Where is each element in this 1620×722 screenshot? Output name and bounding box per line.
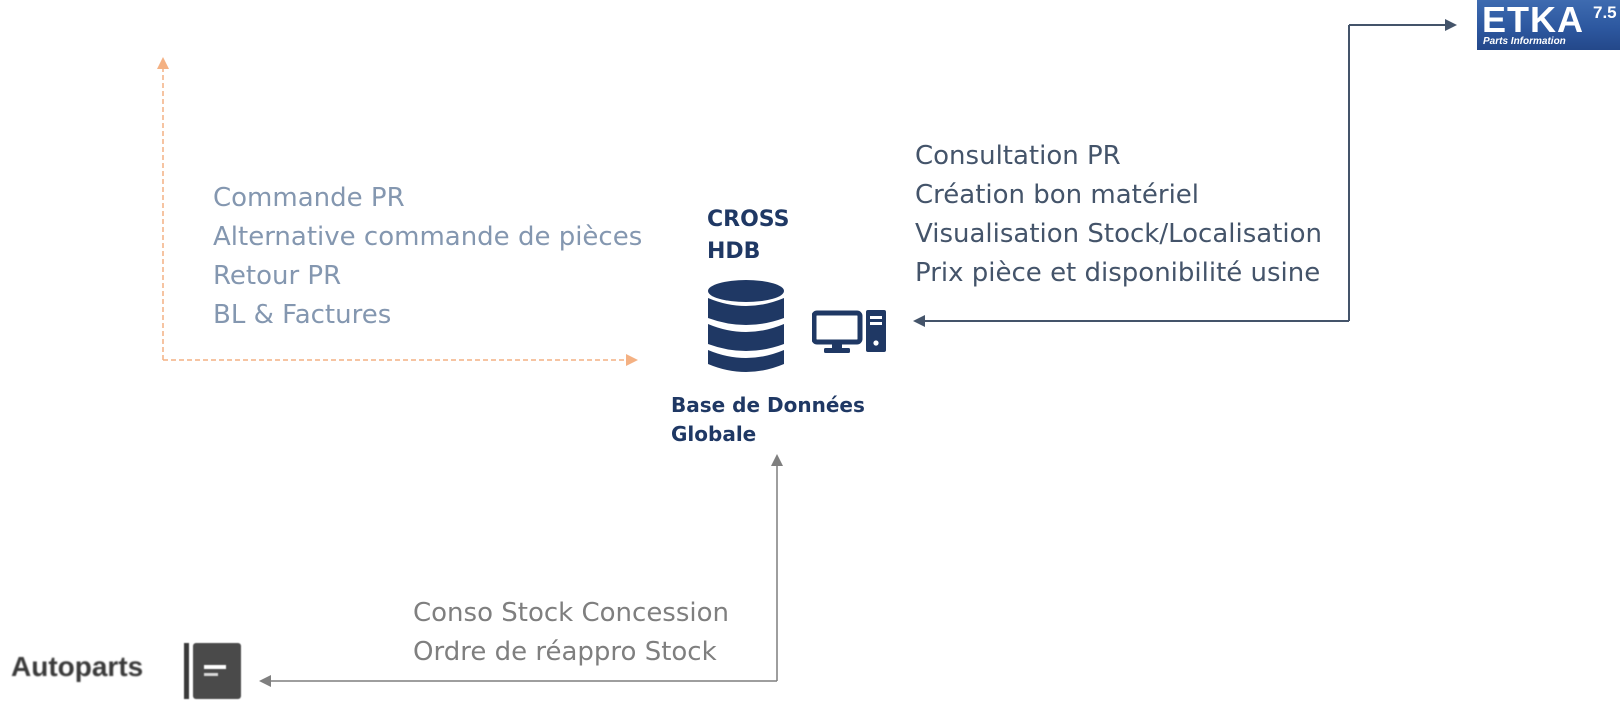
database-label: Base de Données Globale: [671, 391, 865, 449]
etka-logo-version: 7.5: [1593, 3, 1617, 22]
left-line-2: Alternative commande de pièces: [213, 222, 643, 252]
database-label-line-1: Base de Données: [671, 393, 865, 417]
left-connector: [157, 57, 638, 366]
cross-label-line-1: CROSS: [707, 207, 790, 232]
bottom-connector-left-arrowhead: [259, 675, 271, 687]
right-line-3: Visualisation Stock/Localisation: [915, 219, 1322, 249]
right-connector-right-arrowhead: [1445, 19, 1457, 31]
cross-label-line-2: HDB: [707, 239, 761, 264]
right-line-1: Consultation PR: [915, 141, 1121, 171]
etka-logo: ETKA 7.5 Parts Information: [1477, 0, 1620, 50]
database-label-line-2: Globale: [671, 422, 757, 446]
right-connector: [913, 19, 1457, 327]
left-connector-right-arrowhead: [626, 354, 638, 366]
left-line-1: Commande PR: [213, 183, 405, 213]
right-text-block: Consultation PR Création bon matériel Vi…: [915, 137, 1322, 293]
left-text-block: Commande PR Alternative commande de pièc…: [213, 179, 642, 335]
right-connector-left-arrowhead: [913, 315, 925, 327]
etka-logo-name: ETKA: [1482, 0, 1584, 40]
etka-logo-subtitle: Parts Information: [1483, 36, 1566, 47]
document-icon: [184, 643, 241, 699]
autoparts-label: Autoparts: [11, 651, 144, 682]
left-line-3: Retour PR: [213, 261, 342, 291]
left-line-4: BL & Factures: [213, 300, 392, 330]
bottom-connector-up-arrowhead: [771, 454, 783, 466]
left-connector-up-arrowhead: [157, 57, 169, 69]
database-icon: [708, 280, 784, 372]
bottom-line-2: Ordre de réappro Stock: [413, 637, 717, 667]
bottom-connector: [259, 454, 783, 687]
right-line-2: Création bon matériel: [915, 180, 1200, 210]
desktop-computer-icon: [812, 310, 886, 353]
right-line-4: Prix pièce et disponibilité usine: [915, 258, 1321, 288]
bottom-line-1: Conso Stock Concession: [413, 598, 730, 628]
bottom-text-block: Conso Stock Concession Ordre de réappro …: [413, 594, 729, 672]
cross-hdb-label: CROSS HDB: [707, 204, 790, 268]
